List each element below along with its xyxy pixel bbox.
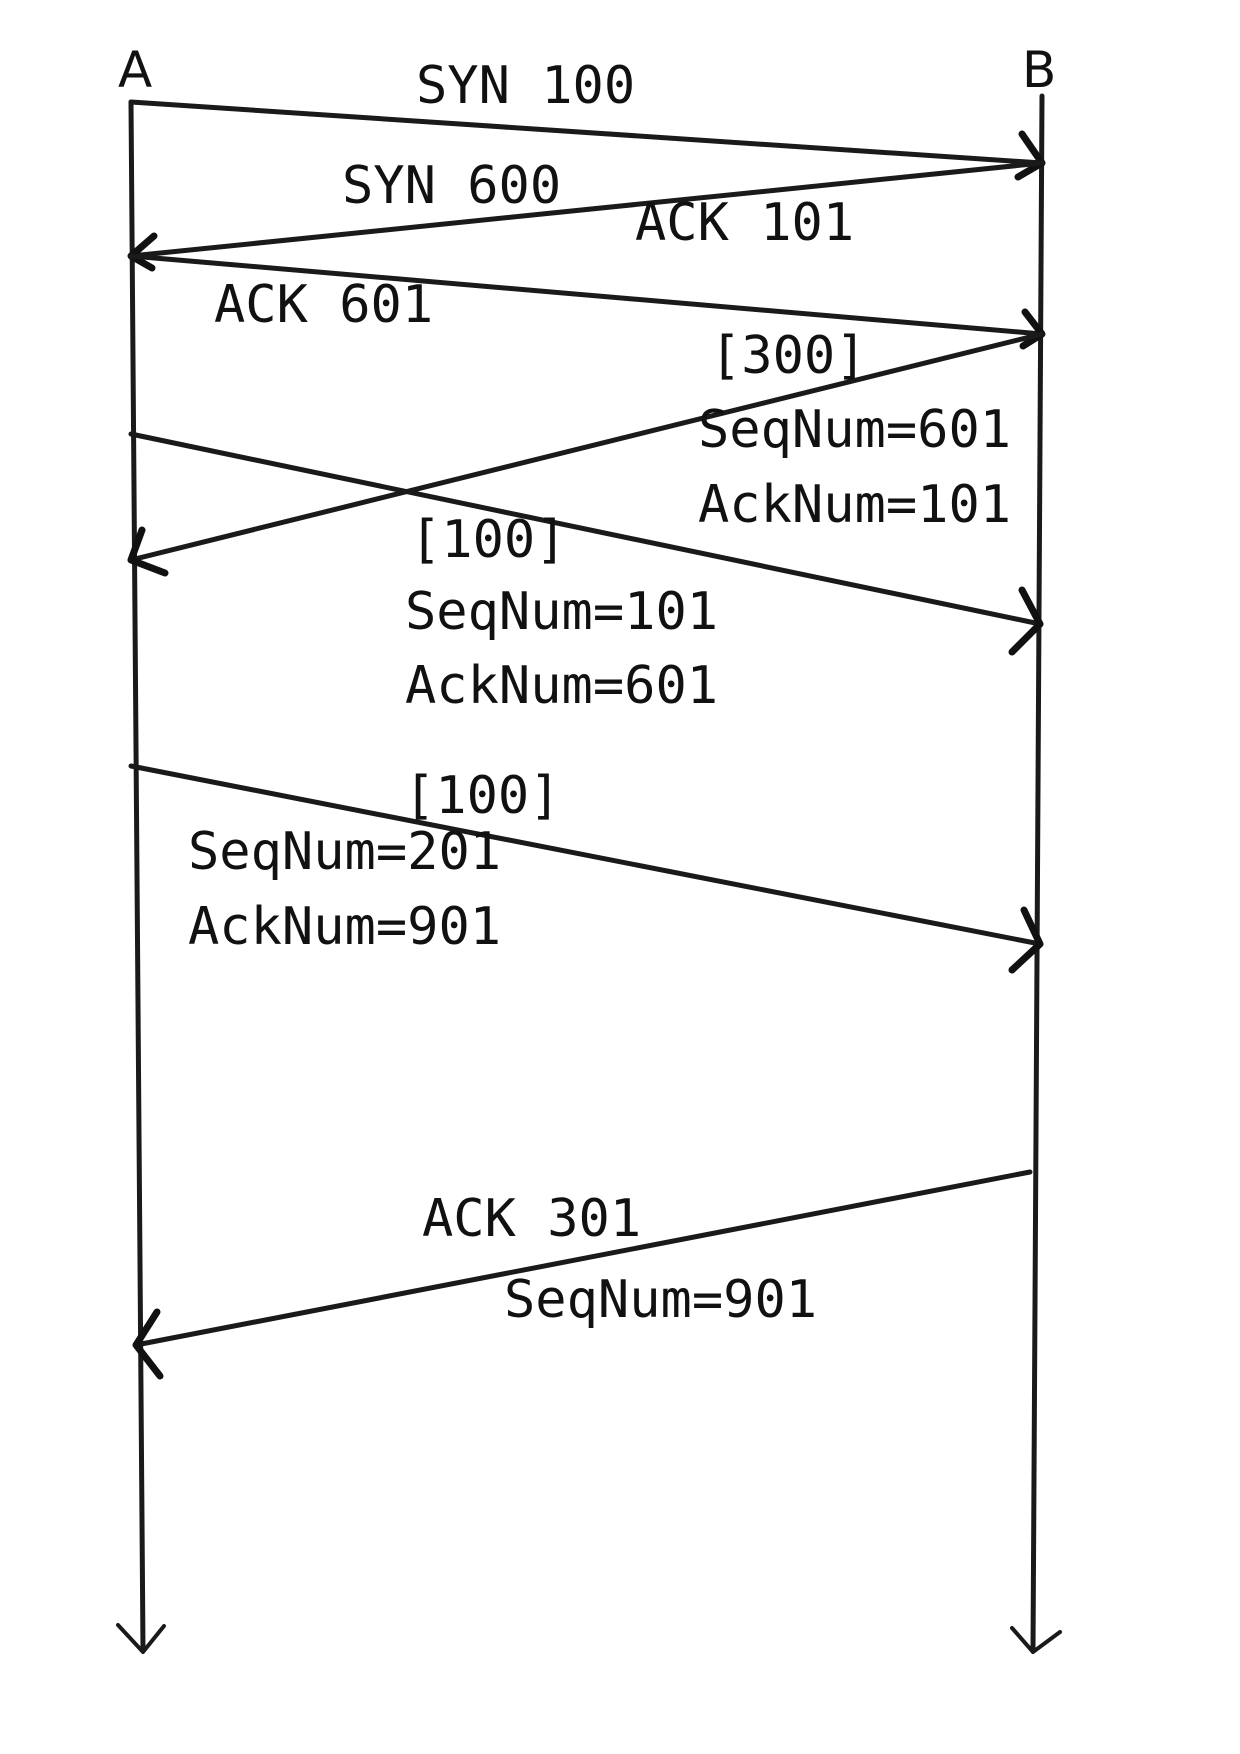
label-seg-b1-seq: SeqNum=601 [698,400,1012,460]
label-seg-a1-seq: SeqNum=101 [405,582,719,642]
arrow-data2-a-to-b [128,763,1043,947]
arrow-syn-a-to-b [128,99,1045,166]
arrow-data-b-to-a [128,331,1045,563]
arrow-data1-a-to-b [128,431,1043,627]
arrowhead-data-b-to-a [127,526,169,577]
label-seg-a2-ack: AckNum=901 [188,897,502,957]
label-seg-a1-size: [100] [410,510,567,570]
arrowhead-data2-a-to-b [1008,906,1044,974]
label-syn-b: SYN 600 [342,156,562,216]
host-b-label: B [1022,41,1057,99]
label-ack-a: ACK 601 [214,275,434,335]
label-seg-b1-ack: AckNum=101 [698,475,1012,535]
label-syn-a: SYN 100 [416,56,636,116]
arrow-ack2-b-to-a [133,1169,1033,1348]
timeline-b-arrowhead [1010,1626,1062,1654]
host-a-label: A [118,41,153,99]
label-seg-a2-size: [100] [404,766,561,826]
arrowhead-ack2-b-to-a [132,1308,164,1380]
timeline-b [1030,93,1045,1653]
label-seg-b1-size: [300] [710,326,867,386]
timeline-a-arrowhead [116,1623,166,1654]
label-seg-a1-ack: AckNum=601 [405,656,719,716]
timeline-a [128,99,146,1653]
label-ack-b2-seq: SeqNum=901 [504,1270,818,1330]
arrowhead-data1-a-to-b [1008,586,1044,656]
arrowhead-syn-a-to-b [1014,130,1046,181]
arrow-ack-a-to-b [128,253,1045,337]
label-ack-b2: ACK 301 [422,1189,642,1249]
label-ack-b: ACK 101 [635,193,855,253]
label-seg-a2-seq: SeqNum=201 [188,822,502,882]
arrow-synack-b-to-a [128,160,1045,259]
